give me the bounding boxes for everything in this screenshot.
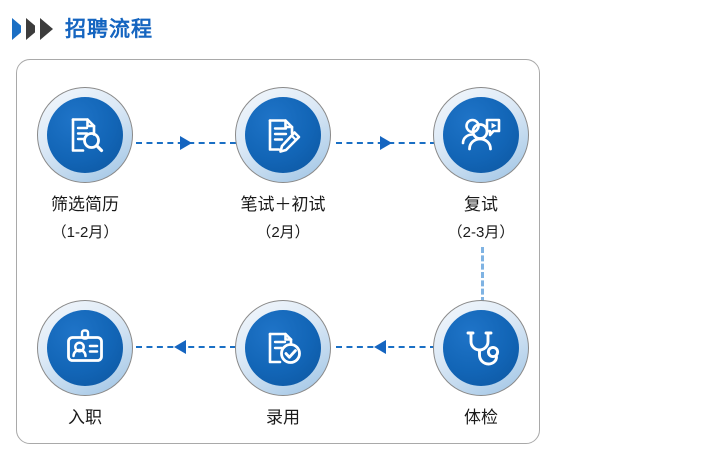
node-label: 筛选简历 [51,195,119,214]
page-header: 招聘流程 [7,14,153,44]
arrow-right-icon [180,136,192,150]
node-disc [47,97,123,173]
node-second-interview[interactable]: 复试 （2-3月） [411,87,551,242]
node-circle [235,87,331,183]
connector-offer-to-onboarding [136,339,236,355]
arrow-right-icon [380,136,392,150]
chevron-right-icon-3 [35,18,53,40]
connector-second-interview-to-medical-exam [481,247,484,303]
node-label: 录用 [266,408,300,427]
node-disc [245,97,321,173]
node-sublabel: （2-3月） [447,223,515,241]
node-disc [245,310,321,386]
arrow-left-icon [374,340,386,354]
node-written-first-interview[interactable]: 笔试＋初试 （2月） [213,87,353,242]
page-title: 招聘流程 [65,17,153,41]
chevron-group [7,18,53,40]
node-disc [443,97,519,173]
id-badge-icon [63,326,107,370]
connector-medical-exam-to-offer [336,339,436,355]
connector-screen-resume-to-written-first-interview [136,135,236,151]
people-speech-icon [458,112,504,158]
node-screen-resume[interactable]: 筛选简历 （1-2月） [15,87,155,242]
dashed-line [136,346,236,348]
node-circle [433,300,529,396]
node-circle [37,87,133,183]
document-search-icon [63,113,107,157]
node-label: 笔试＋初试 [240,195,326,214]
node-label: 复试 [464,195,498,214]
node-disc [443,310,519,386]
node-circle [433,87,529,183]
dashed-line [336,346,436,348]
node-label: 入职 [68,408,102,427]
node-disc [47,310,123,386]
stethoscope-icon [459,326,503,370]
document-check-icon [261,326,305,370]
node-medical-exam[interactable]: 体检 [411,300,551,430]
document-pencil-icon [261,113,305,157]
node-circle [235,300,331,396]
node-sublabel: （1-2月） [51,223,119,241]
node-label: 体检 [464,408,498,427]
node-onboarding[interactable]: 入职 [15,300,155,430]
node-offer[interactable]: 录用 [213,300,353,430]
connector-written-first-interview-to-second-interview [336,135,436,151]
node-circle [37,300,133,396]
node-sublabel: （2月） [256,223,310,241]
arrow-left-icon [174,340,186,354]
